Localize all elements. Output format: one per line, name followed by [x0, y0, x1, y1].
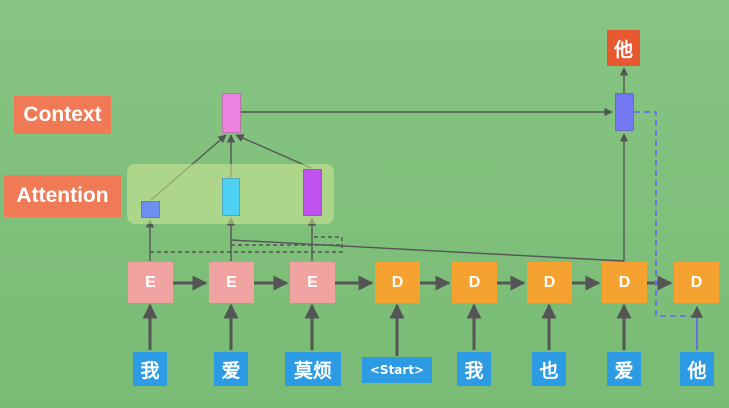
input-token: 爱 [214, 352, 248, 386]
context-label: Context [14, 96, 111, 134]
encoder-node: E [290, 262, 335, 303]
decoder-node: D [602, 262, 647, 303]
attention-label: Attention [4, 175, 121, 217]
encoder-node: E [209, 262, 254, 303]
input-token: 爱 [607, 352, 641, 386]
output-token: 他 [607, 30, 640, 66]
decoder-node: D [674, 262, 719, 303]
attention-weight-bar [141, 201, 160, 218]
attention-weight-bar [222, 178, 240, 216]
decoder-node: D [375, 262, 420, 303]
attention-dashed-bracket [150, 236, 343, 253]
attention-weight-bar [303, 169, 322, 216]
input-arrows [142, 303, 632, 356]
start-token: <Start> [362, 357, 432, 383]
context-vector [222, 93, 241, 133]
input-token: 莫烦 [285, 352, 341, 386]
encoder-node: E [128, 262, 173, 303]
decoder-node: D [527, 262, 572, 303]
attention-arrows [145, 217, 317, 261]
input-token: 我 [457, 352, 491, 386]
decoder-node: D [452, 262, 497, 303]
input-token: 他 [680, 352, 714, 386]
input-token: 也 [532, 352, 566, 386]
decoder-state-line [230, 239, 625, 262]
decoder-context-vector [615, 93, 634, 131]
input-token: 我 [133, 352, 167, 386]
